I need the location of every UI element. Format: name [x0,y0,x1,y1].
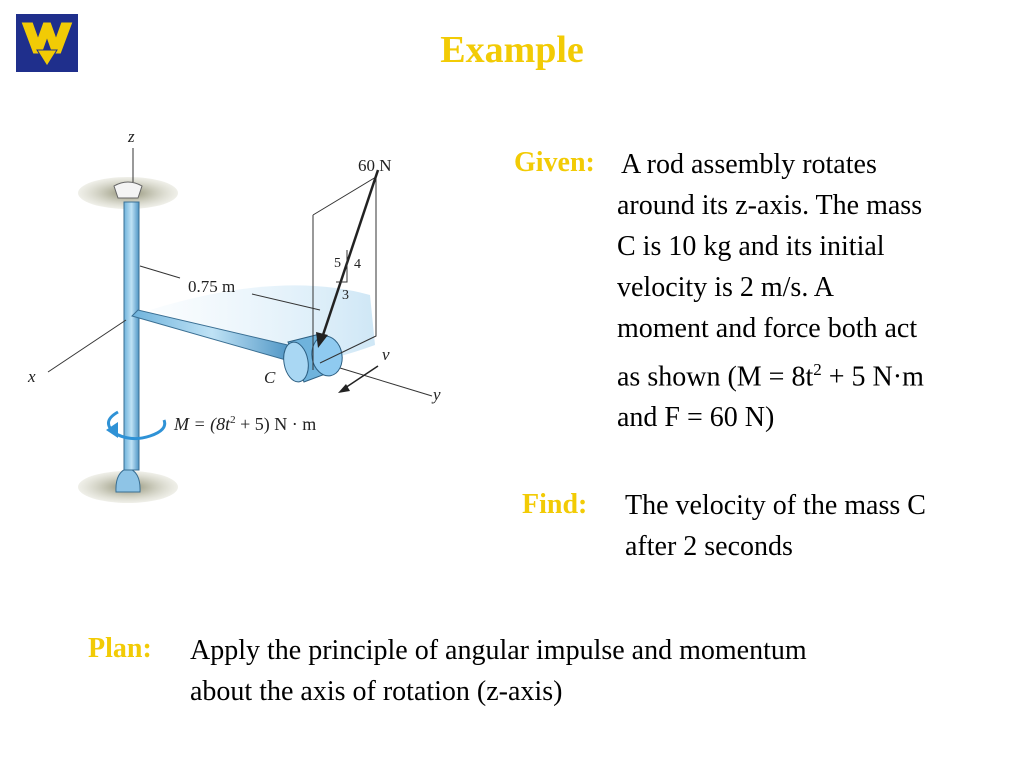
plan-label: Plan: [88,633,152,664]
plan-line-1: Apply the principle of angular impulse a… [190,635,807,666]
given-line-4: velocity is 2 m/s. A [617,272,834,303]
given-line-6: as shown (M = 8t2 + 5 N·m [617,360,924,393]
force-plane [312,176,377,364]
given-line-1: A rod assembly rotates [621,149,877,180]
y-axis-label: y [431,385,441,404]
given-text: A rod assembly rotates around its z-axis… [617,144,1017,438]
plan-line-2: about the axis of rotation (z-axis) [190,676,563,707]
find-label: Find: [522,489,588,520]
x-axis-line [47,319,127,373]
given-line-5: moment and force both act [617,313,918,344]
plan-text: Apply the principle of angular impulse a… [190,630,990,712]
find-text: The velocity of the mass C after 2 secon… [625,485,1020,567]
length-label: 0.75 m [188,277,235,296]
y-axis-line [339,367,433,397]
z-axis-label: z [127,127,135,146]
x-axis-label: x [27,367,36,386]
given-line-7: and F = 60 N) [617,402,775,434]
slope-3: 3 [342,288,349,303]
force-arrow [320,169,380,339]
find-line-2: after 2 seconds [625,531,793,562]
vertical-rod [123,201,140,471]
wv-logo [16,14,78,72]
moment-label: M = (8t2 + 5) N · m [173,414,316,435]
given-label: Given: [514,147,595,178]
given-line-2: around its z-axis. The mass [617,190,923,221]
velocity-label: v [382,345,390,364]
mass-label: C [264,368,276,387]
given-line-3: C is 10 kg and its initial [617,231,885,262]
moment-arrow [107,410,167,441]
top-bearing [113,181,143,199]
slide-title: Example [440,29,584,71]
force-label: 60 N [358,156,392,175]
slope-4: 4 [354,257,361,272]
rod-assembly-diagram: z x y 0.75 m C v 60 N 5 4 3 M = (8t2 + 5… [27,127,441,503]
find-line-1: The velocity of the mass C [625,490,926,521]
slope-5: 5 [334,256,341,271]
velocity-arrow [341,365,379,391]
